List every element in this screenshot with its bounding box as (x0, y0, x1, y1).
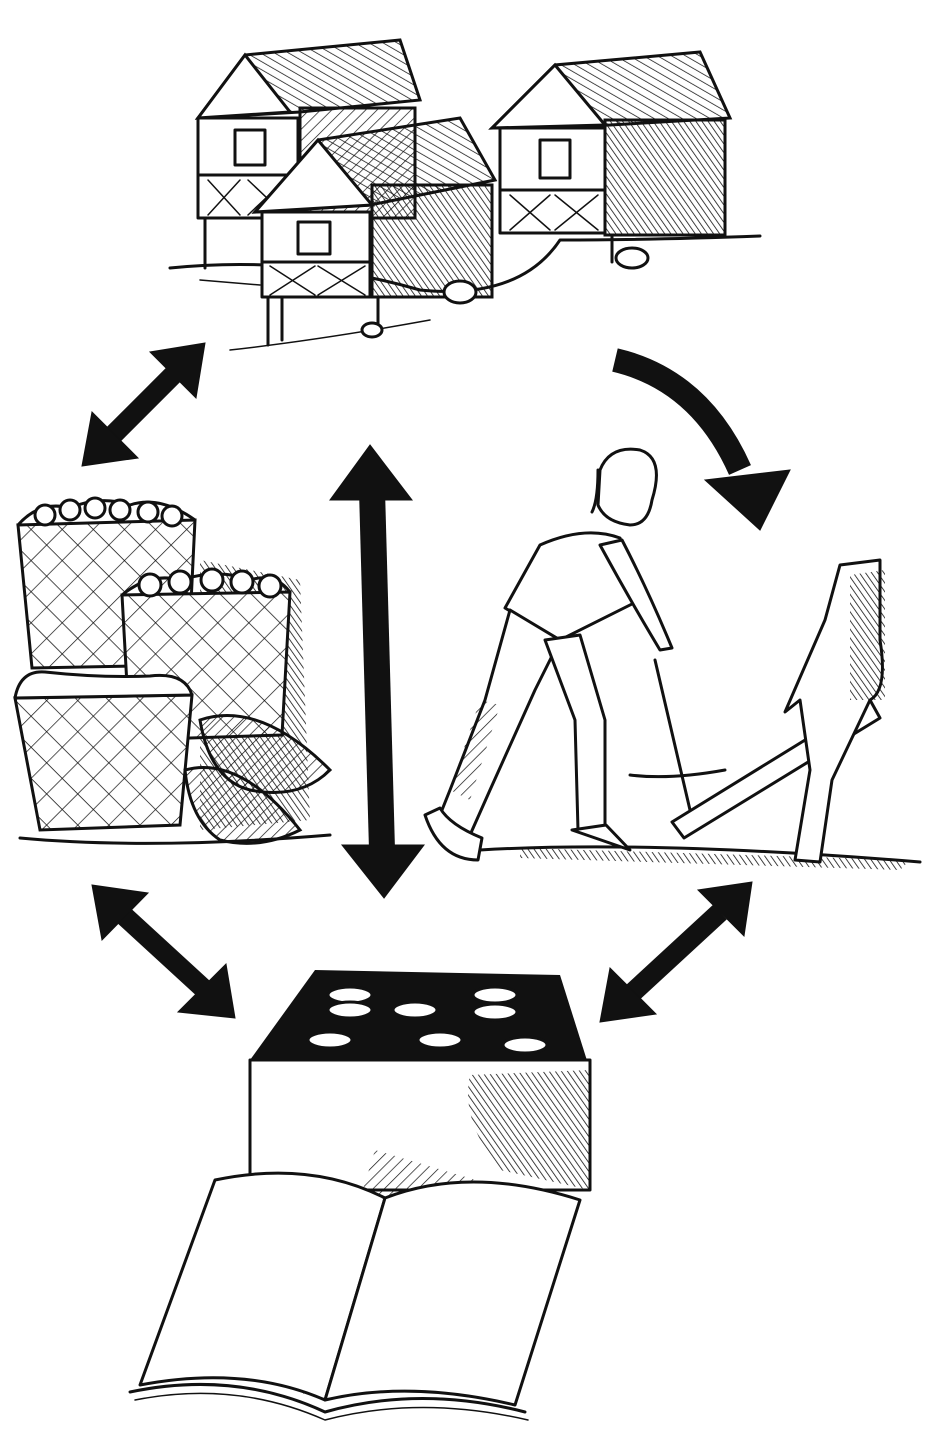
house-front (251, 116, 498, 347)
arrow-farmer-records (599, 881, 753, 1023)
coins (306, 985, 549, 1055)
open-book (128, 1150, 582, 1421)
house-right (488, 50, 733, 270)
arrow-houses-to-farmer (612, 348, 791, 531)
arrow-vertical (329, 444, 426, 899)
arrow-houses-baskets (81, 342, 206, 467)
village-houses-icon (168, 38, 762, 351)
farmer-plowing-icon (423, 447, 922, 870)
arrow-baskets-records (91, 884, 236, 1019)
coin-box-ledger-icon (128, 970, 592, 1421)
harvest-baskets-icon (13, 496, 333, 845)
